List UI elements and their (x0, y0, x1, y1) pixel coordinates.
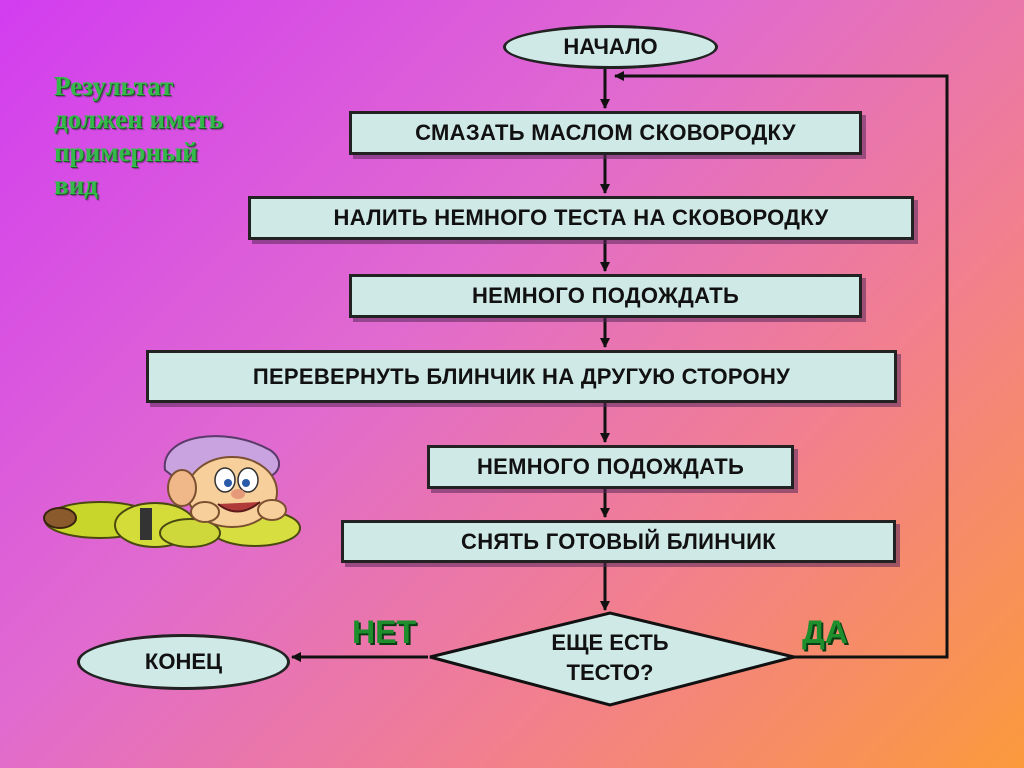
decision-diamond (429, 611, 795, 707)
decision-line: ТЕСТО? (566, 660, 654, 685)
caption-line: Результат (54, 71, 174, 101)
decision-label: ЕЩЕ ЕСТЬ ТЕСТО? (490, 628, 730, 688)
step-box: НЕМНОГО ПОДОЖДАТЬ (427, 445, 794, 489)
caption-line: должен иметь (54, 104, 223, 134)
decision-line: ЕЩЕ ЕСТЬ (551, 630, 669, 655)
branch-yes-label: ДА (802, 614, 848, 650)
caption-line: вид (54, 170, 98, 200)
caption-line: примерный (54, 137, 198, 167)
arrow-yes-loop (614, 71, 949, 659)
start-node: НАЧАЛО (503, 25, 718, 69)
end-node: КОНЕЦ (77, 634, 290, 690)
step-box: ПЕРЕВЕРНУТЬ БЛИНЧИК НА ДРУГУЮ СТОРОНУ (146, 350, 897, 403)
gnome-illustration (43, 435, 301, 548)
caption: Результат должен иметь примерный вид (54, 70, 294, 202)
step-box: НЕМНОГО ПОДОЖДАТЬ (349, 274, 862, 318)
step-box: СНЯТЬ ГОТОВЫЙ БЛИНЧИК (341, 520, 896, 563)
step-box: НАЛИТЬ НЕМНОГО ТЕСТА НА СКОВОРОДКУ (248, 196, 914, 240)
branch-no-label: НЕТ (352, 614, 416, 650)
step-box: СМАЗАТЬ МАСЛОМ СКОВОРОДКУ (349, 111, 862, 155)
